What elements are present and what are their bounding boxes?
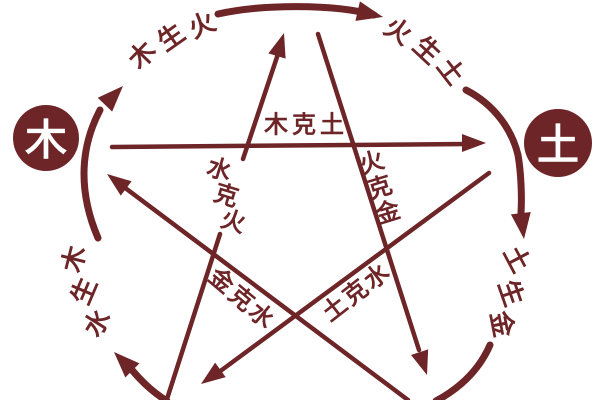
label-wood-generates-fire: 木 bbox=[121, 35, 161, 75]
label-wood-generates-fire: 生 bbox=[152, 17, 191, 56]
node-wood-char: 木 bbox=[25, 117, 67, 164]
node-wood-badge bbox=[13, 105, 79, 171]
arrowhead-earth-generates-metal-icon bbox=[510, 211, 531, 239]
arrowhead-metal-overcomes-water-icon bbox=[107, 174, 132, 196]
generating-cycle-ring bbox=[80, 1, 531, 400]
ring-arc-bottom-right bbox=[432, 341, 494, 400]
overcoming-star-lines bbox=[107, 31, 492, 400]
ring-arc-wood-to-fire bbox=[80, 106, 104, 242]
node-earth-char: 土 bbox=[537, 122, 579, 169]
ring-arc-water-to-wood bbox=[128, 366, 171, 400]
element-nodes: 木 土 bbox=[13, 105, 592, 177]
line-metal-overcomes-water bbox=[121, 184, 411, 400]
arrowhead-fire-generates-earth-icon bbox=[355, 1, 383, 21]
line-wood-overcomes-earth bbox=[109, 141, 471, 150]
arrowhead-water-generates-wood-icon bbox=[114, 352, 140, 378]
label-earth-generates-metal: 生 bbox=[493, 276, 530, 310]
label-water-overcomes-fire: 火 bbox=[218, 206, 249, 239]
node-earth-badge bbox=[524, 109, 592, 177]
generating-cycle-labels: 木 生 火 火 生 土 土 生 金 木 生 水 bbox=[56, 6, 536, 342]
arrowhead-fire-overcomes-metal-icon bbox=[411, 349, 429, 375]
label-water-generates-wood: 木 bbox=[56, 243, 92, 276]
arrowhead-wood-generates-fire-icon bbox=[97, 86, 123, 112]
label-water-generates-wood: 生 bbox=[65, 273, 103, 309]
label-water-generates-wood: 水 bbox=[77, 303, 117, 342]
arrowhead-wood-overcomes-earth-icon bbox=[462, 134, 486, 152]
arrowhead-water-overcomes-fire-icon bbox=[268, 33, 286, 59]
ring-arc-fire-to-earth bbox=[214, 3, 378, 19]
line-fire-overcomes-metal bbox=[315, 31, 422, 353]
line-water-overcomes-fire-lower bbox=[164, 231, 223, 400]
line-water-overcomes-fire-upper bbox=[240, 51, 281, 162]
ring-arc-earth-to-metal bbox=[462, 86, 525, 217]
label-earth-generates-metal: 土 bbox=[498, 240, 537, 277]
label-wood-overcomes-earth: 木克土 bbox=[263, 112, 348, 139]
arrowhead-earth-overcomes-water-icon bbox=[201, 362, 226, 384]
label-wood-generates-fire: 火 bbox=[184, 6, 220, 44]
label-earth-generates-metal: 金 bbox=[485, 307, 520, 340]
label-fire-generates-earth: 火 bbox=[379, 11, 417, 50]
line-earth-overcomes-water bbox=[212, 170, 492, 378]
